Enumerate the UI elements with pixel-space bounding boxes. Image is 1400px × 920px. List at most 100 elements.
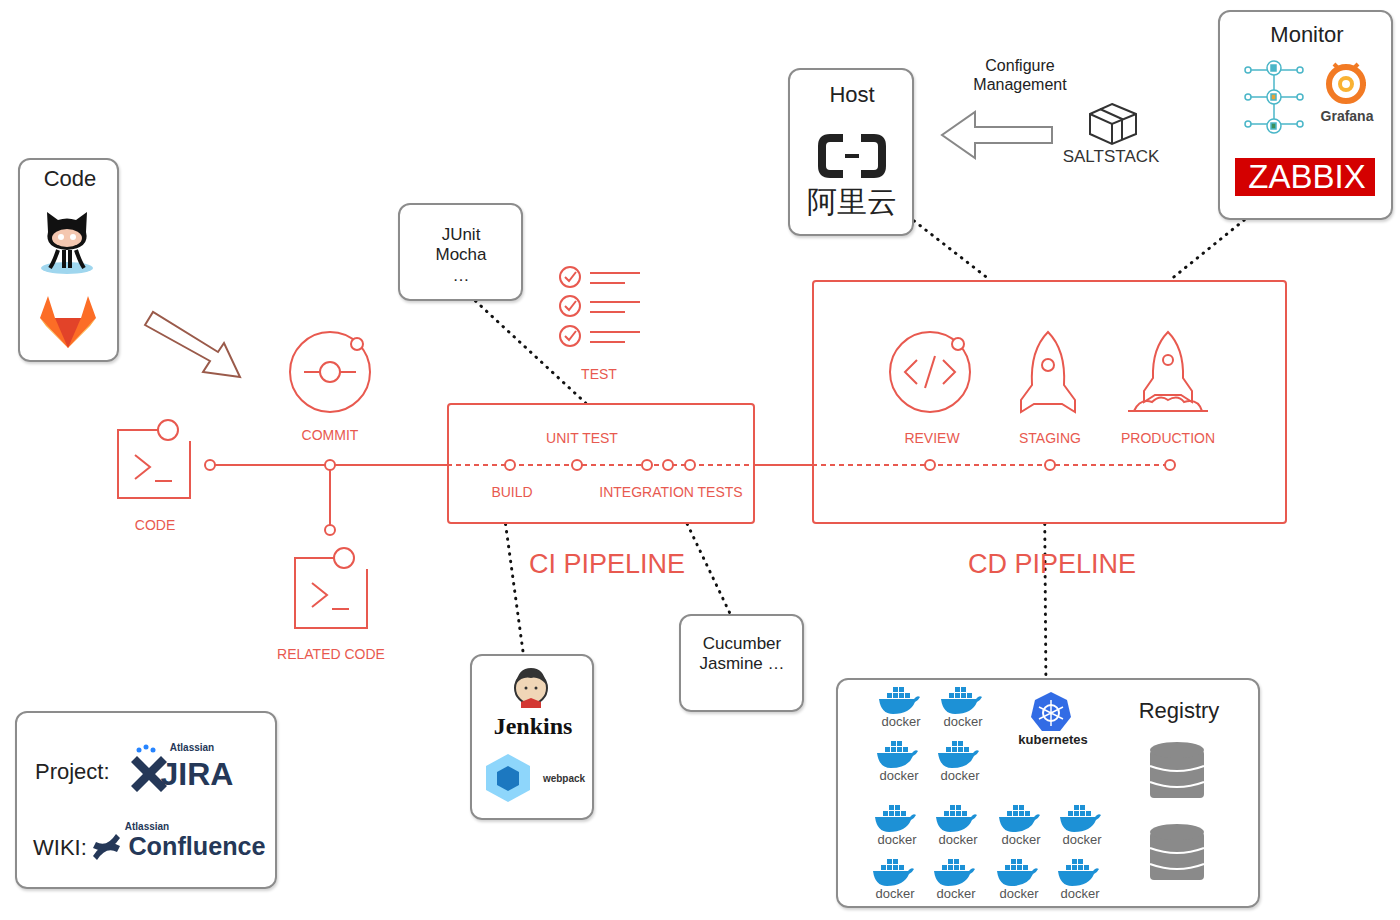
docker-label: docker xyxy=(938,832,977,848)
docker-label: docker xyxy=(879,768,918,784)
docker-whale-icons xyxy=(997,859,1038,886)
icon-label: RELATED CODE xyxy=(277,646,385,663)
test-icon xyxy=(560,326,580,346)
stage-label: PRODUCTION xyxy=(1121,430,1215,447)
code-icon xyxy=(155,480,172,482)
code-to-commit-arrow xyxy=(145,312,240,377)
grafana-icon xyxy=(1329,64,1366,101)
monitor-graph-icon xyxy=(1297,67,1303,73)
grafana-icon xyxy=(1329,67,1363,101)
docker-whale-icons xyxy=(873,859,914,886)
host-box: Host阿里云 xyxy=(788,68,914,236)
database-icon xyxy=(1150,742,1204,880)
logo-text: JIRA xyxy=(161,755,234,793)
test-icon xyxy=(590,282,625,284)
gitlab-icon xyxy=(40,296,96,348)
gitlab-icon xyxy=(55,318,81,348)
review-icon xyxy=(925,356,935,388)
dotted-connector xyxy=(914,221,990,280)
confluence-logo xyxy=(93,834,120,860)
aliyun-logo xyxy=(822,138,882,174)
test-icon xyxy=(565,272,576,281)
annotation: Configure Management xyxy=(965,56,1075,94)
test-icon xyxy=(560,267,640,346)
test-icon xyxy=(565,301,576,310)
code-icon xyxy=(118,430,190,498)
monitor-graph-icon xyxy=(1271,123,1276,129)
pipeline-line xyxy=(1165,460,1175,470)
docker-whale-icons xyxy=(938,741,979,768)
kubernetes-icon xyxy=(1031,692,1071,731)
saltstack-arrow xyxy=(942,112,1052,158)
pipeline-line xyxy=(325,525,335,535)
octocat-icon xyxy=(70,234,76,240)
staging-rocket-icon xyxy=(1042,359,1054,371)
related-code-icon xyxy=(312,583,327,607)
ci-pipeline-box: UNIT TESTBUILDINTEGRATION TESTSCI PIPELI… xyxy=(447,403,755,524)
related-code-icon xyxy=(332,608,349,610)
pipeline-line xyxy=(755,464,812,466)
docker-whale-icons xyxy=(999,805,1040,832)
database-icon xyxy=(1150,766,1204,787)
logo-text: webpack xyxy=(543,773,585,785)
saltstack-logo xyxy=(1100,109,1122,139)
docker-whale-icons xyxy=(934,859,975,886)
grafana-icon xyxy=(1334,64,1366,84)
monitor-graph-icon xyxy=(1271,65,1276,71)
test-icon xyxy=(590,301,640,303)
related-code-icon xyxy=(295,548,367,628)
database-icon xyxy=(1150,824,1204,840)
monitor-graph-icon xyxy=(1245,121,1251,127)
monitor-box: MonitorGrafanaZABBIX xyxy=(1218,10,1393,220)
logo-text: Confluence xyxy=(128,831,265,861)
zabbix-badge xyxy=(1235,158,1375,196)
test-icon xyxy=(590,341,625,343)
pipeline-line xyxy=(1045,460,1055,470)
commit-icon xyxy=(340,371,356,373)
production-rocket-icon xyxy=(1128,332,1208,411)
pipeline-line xyxy=(447,464,755,466)
test-icon xyxy=(565,331,576,340)
docker-label: docker xyxy=(943,714,982,730)
docker-label: docker xyxy=(936,886,975,902)
monitor-graph-icon xyxy=(1297,94,1303,100)
webpack-icon xyxy=(497,766,519,791)
production-rocket-icon xyxy=(1163,355,1173,365)
saltstack-logo xyxy=(1090,104,1136,144)
test-icon xyxy=(560,296,580,316)
tool-list: Cucumber Jasmine … xyxy=(698,634,786,675)
docker-whale-icons xyxy=(936,805,977,832)
aliyun-logo xyxy=(861,138,882,174)
octocat-icon xyxy=(58,234,64,240)
dotted-connector xyxy=(687,524,730,614)
aliyun-logo xyxy=(845,154,859,158)
jira-logo xyxy=(137,748,142,753)
dotted-connector xyxy=(506,524,524,654)
saltstack-arrow xyxy=(942,112,1052,158)
kubernetes-icon xyxy=(1031,692,1071,731)
octocat-icon xyxy=(41,262,93,274)
review-icon xyxy=(905,360,917,384)
commit-icon xyxy=(290,332,370,412)
icon-label: TEST xyxy=(581,366,617,383)
docker-label: docker xyxy=(1001,832,1040,848)
monitor-graph-icon xyxy=(1245,61,1303,133)
saltstack-logo xyxy=(1111,124,1113,144)
confluence-logo xyxy=(93,834,120,850)
jenkins-icon xyxy=(535,687,538,690)
commit-icon xyxy=(304,371,320,373)
dotted-connector xyxy=(1045,524,1046,678)
logo-text: Grafana xyxy=(1321,108,1374,125)
docker-label: docker xyxy=(875,886,914,902)
monitor-graph-icon xyxy=(1297,121,1303,127)
grafana-icon xyxy=(1340,78,1352,90)
code-to-commit-arrow xyxy=(145,312,240,377)
registry-box: Registrykubernetesdockerdockerdockerdock… xyxy=(836,678,1260,908)
commit-icon xyxy=(290,332,370,412)
stage-label: INTEGRATION TESTS xyxy=(599,484,742,501)
project-box: Project:AtlassianJIRAWIKI:AtlassianConfl… xyxy=(15,711,277,889)
database-icon xyxy=(1150,848,1204,869)
monitor-graph-icon xyxy=(1245,94,1251,100)
webpack-icon xyxy=(486,754,530,802)
box-title: Code xyxy=(44,166,97,192)
